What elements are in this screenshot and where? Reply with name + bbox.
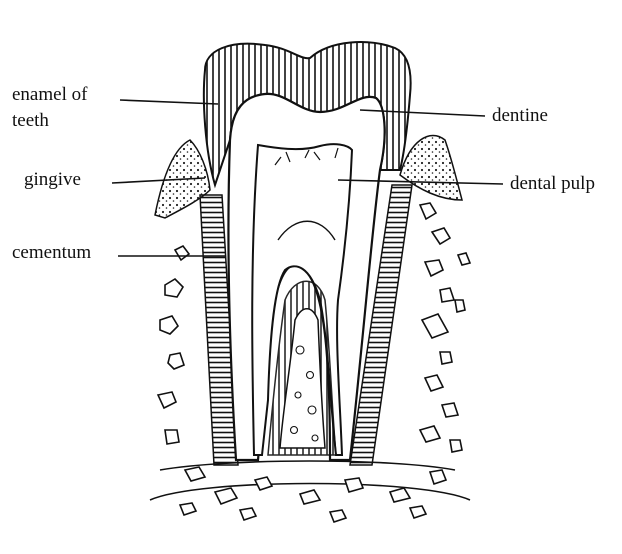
label-dentine: dentine	[492, 105, 548, 127]
label-enamel-line1: enamel of	[12, 84, 87, 106]
label-gingive: gingive	[24, 169, 81, 191]
label-enamel-line2: teeth	[12, 110, 49, 132]
label-dental-pulp: dental pulp	[510, 173, 595, 195]
root-canal	[268, 281, 336, 455]
label-cementum: cementum	[12, 242, 91, 264]
